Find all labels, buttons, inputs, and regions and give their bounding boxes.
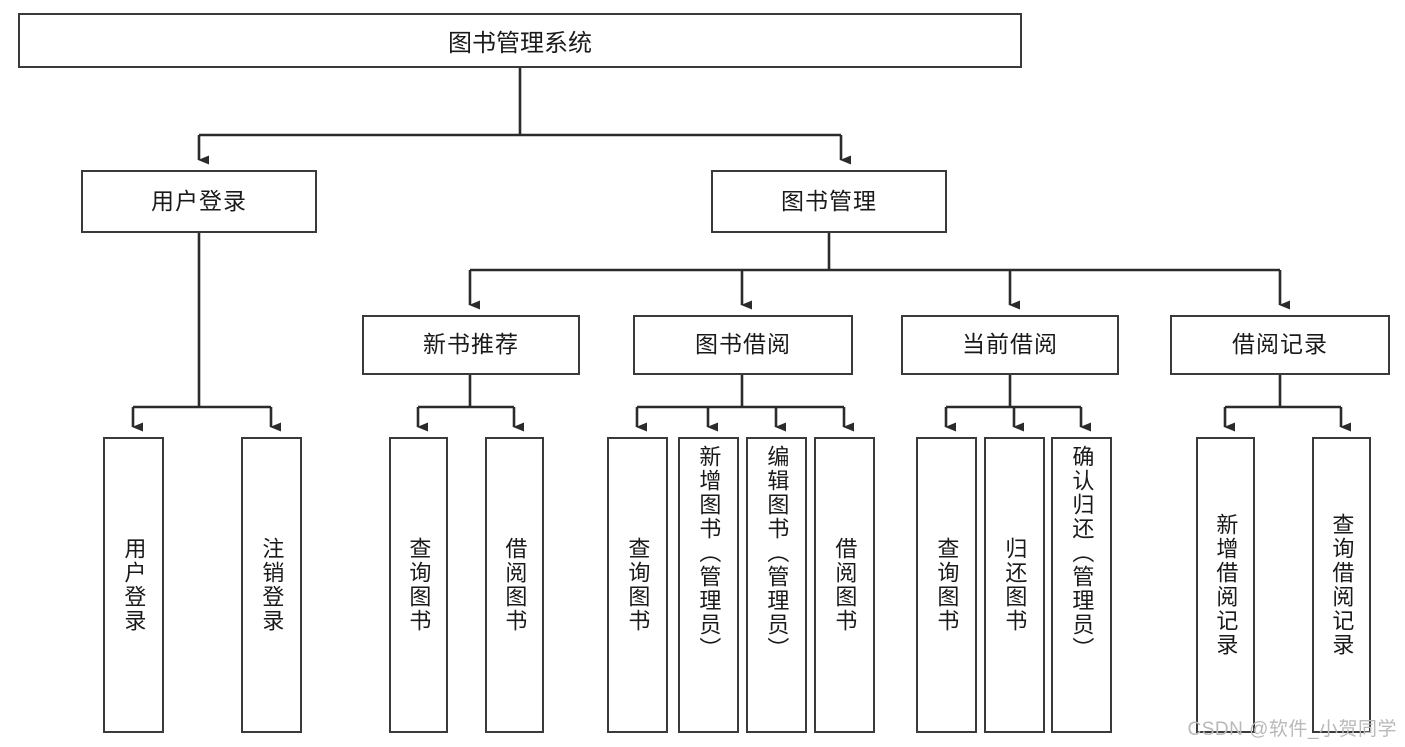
leaf-label: 注销登录 bbox=[259, 537, 285, 633]
csdn-watermark: CSDN @软件_小贺同学 bbox=[1187, 719, 1397, 740]
leaf-query-borrow-record[interactable]: 查询借阅记录 bbox=[1312, 437, 1371, 733]
leaf-content: 查询图书 bbox=[391, 443, 446, 727]
node-label: 借阅记录 bbox=[1232, 331, 1328, 358]
node-label: 新书推荐 bbox=[423, 331, 519, 358]
node-new-book-recommend[interactable]: 新书推荐 bbox=[362, 315, 580, 375]
node-label: 用户登录 bbox=[151, 187, 247, 214]
node-current-borrow[interactable]: 当前借阅 bbox=[901, 315, 1119, 375]
node-label: 当前借阅 bbox=[962, 331, 1058, 358]
leaf-label: 归还图书 bbox=[1002, 537, 1028, 633]
leaf-content: 确认归还（管理员） bbox=[1053, 443, 1110, 729]
leaf-query-book-borrow[interactable]: 查询图书 bbox=[607, 437, 668, 733]
leaf-label: 新增借阅记录 bbox=[1213, 513, 1239, 657]
leaf-label: 借阅图书 bbox=[502, 537, 528, 633]
leaf-label: 确认归还（管理员） bbox=[1069, 445, 1095, 661]
leaf-label: 查询借阅记录 bbox=[1329, 513, 1355, 657]
node-root-library-system[interactable]: 图书管理系统 bbox=[18, 13, 1022, 68]
node-label: 图书管理 bbox=[781, 187, 877, 214]
leaf-add-book-admin[interactable]: 新增图书（管理员） bbox=[678, 437, 739, 733]
node-label: 图书管理系统 bbox=[448, 30, 592, 57]
leaf-content: 查询图书 bbox=[918, 443, 975, 727]
leaf-query-book-current[interactable]: 查询图书 bbox=[916, 437, 977, 733]
node-label: 图书借阅 bbox=[695, 331, 791, 358]
leaf-add-borrow-record[interactable]: 新增借阅记录 bbox=[1196, 437, 1255, 733]
node-user-login[interactable]: 用户登录 bbox=[81, 170, 317, 233]
leaf-content: 借阅图书 bbox=[816, 443, 873, 727]
leaf-content: 注销登录 bbox=[243, 443, 300, 727]
leaf-logout[interactable]: 注销登录 bbox=[241, 437, 302, 733]
leaf-label: 查询图书 bbox=[625, 537, 651, 633]
node-borrow-record[interactable]: 借阅记录 bbox=[1170, 315, 1390, 375]
leaf-content: 编辑图书（管理员） bbox=[748, 443, 805, 729]
leaf-content: 新增借阅记录 bbox=[1198, 443, 1253, 727]
leaf-content: 查询图书 bbox=[609, 443, 666, 727]
node-book-borrow[interactable]: 图书借阅 bbox=[633, 315, 853, 375]
leaf-content: 借阅图书 bbox=[487, 443, 542, 727]
leaf-confirm-return-admin[interactable]: 确认归还（管理员） bbox=[1051, 437, 1112, 733]
leaf-content: 新增图书（管理员） bbox=[680, 443, 737, 729]
leaf-borrow-book-borrow[interactable]: 借阅图书 bbox=[814, 437, 875, 733]
leaf-label: 新增图书（管理员） bbox=[696, 445, 722, 661]
leaf-label: 借阅图书 bbox=[832, 537, 858, 633]
leaf-return-book[interactable]: 归还图书 bbox=[984, 437, 1045, 733]
leaf-user-login[interactable]: 用户登录 bbox=[103, 437, 164, 733]
leaf-edit-book-admin[interactable]: 编辑图书（管理员） bbox=[746, 437, 807, 733]
leaf-label: 编辑图书（管理员） bbox=[764, 445, 790, 661]
leaf-label: 查询图书 bbox=[934, 537, 960, 633]
leaf-borrow-book-recommend[interactable]: 借阅图书 bbox=[485, 437, 544, 733]
leaf-query-book-recommend[interactable]: 查询图书 bbox=[389, 437, 448, 733]
leaf-label: 查询图书 bbox=[406, 537, 432, 633]
leaf-label: 用户登录 bbox=[121, 537, 147, 633]
leaf-content: 归还图书 bbox=[986, 443, 1043, 727]
leaf-content: 用户登录 bbox=[105, 443, 162, 727]
node-book-management[interactable]: 图书管理 bbox=[711, 170, 947, 233]
leaf-content: 查询借阅记录 bbox=[1314, 443, 1369, 727]
